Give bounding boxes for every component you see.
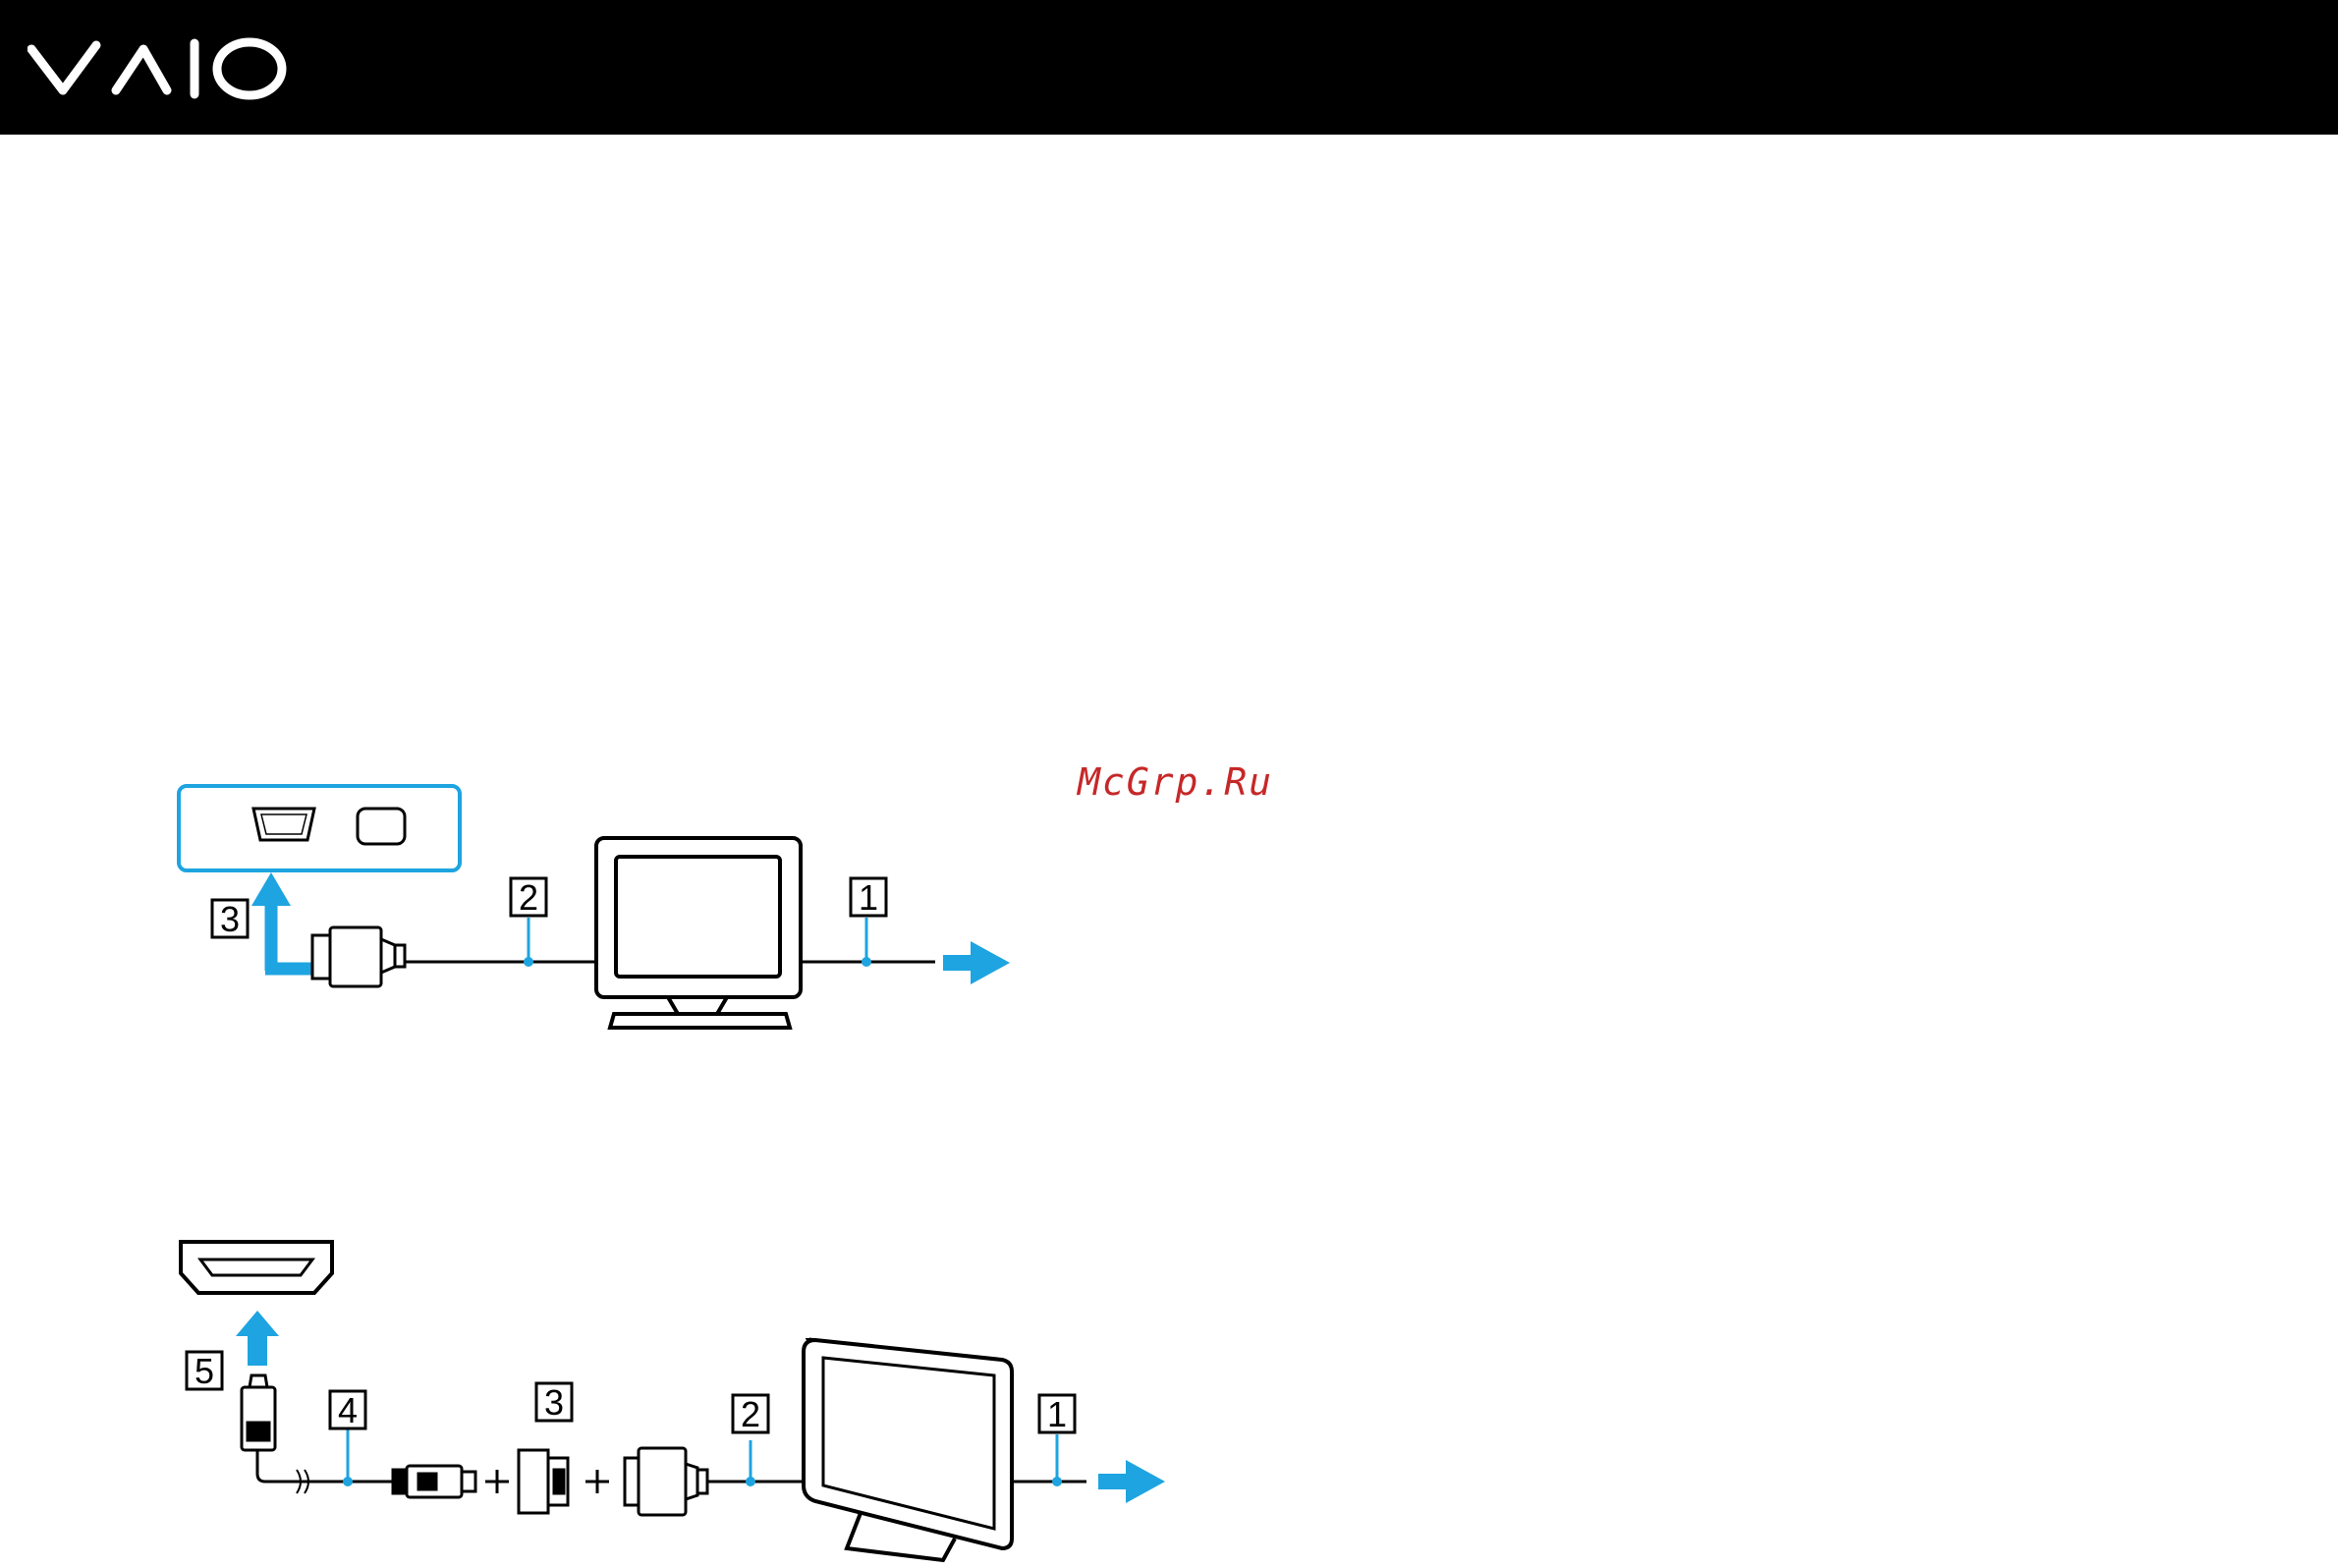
callout-4: 4 xyxy=(330,1390,365,1430)
insert-arrow-icon xyxy=(236,1311,279,1366)
svg-text:3: 3 xyxy=(544,1382,564,1423)
plus-icon xyxy=(585,1470,609,1493)
flat-monitor-icon xyxy=(804,1338,1012,1560)
plus-icon xyxy=(485,1470,509,1493)
monitor-plug-icon xyxy=(625,1448,707,1515)
hdmi-plug-end-icon xyxy=(393,1466,475,1497)
svg-text:5: 5 xyxy=(195,1351,214,1391)
callout-3: 3 xyxy=(536,1382,572,1423)
svg-text:4: 4 xyxy=(338,1390,358,1430)
callout-2: 2 xyxy=(733,1394,768,1434)
callout-5: 5 xyxy=(187,1351,222,1391)
outlet-arrow-icon xyxy=(1098,1460,1165,1503)
adapter-icon xyxy=(519,1450,568,1513)
hdmi-plug-icon xyxy=(242,1375,275,1450)
svg-text:2: 2 xyxy=(741,1394,760,1434)
hdmi-port-icon xyxy=(181,1242,332,1293)
hdmi-cable xyxy=(257,1450,397,1482)
callout-1: 1 xyxy=(1039,1394,1075,1434)
svg-text:1: 1 xyxy=(1047,1394,1067,1434)
